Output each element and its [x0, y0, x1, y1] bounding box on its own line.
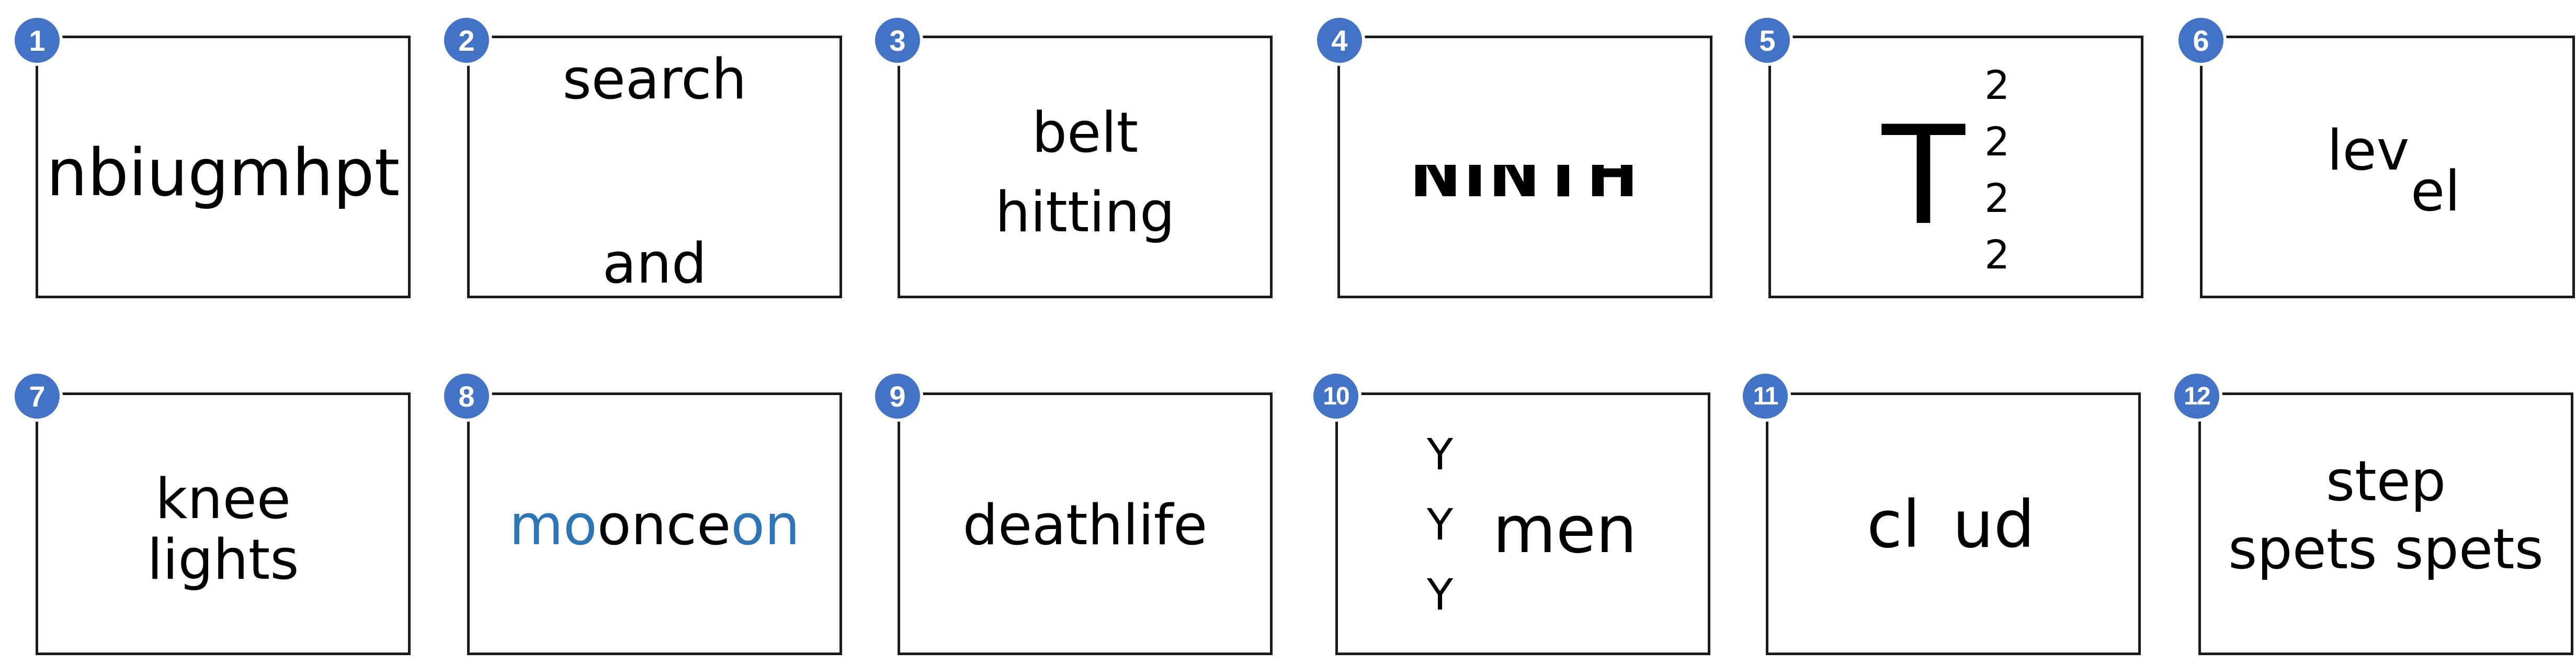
card-11-number-badge: 11 [1740, 370, 1791, 422]
card-7-line2: lights [147, 527, 299, 592]
card-9-number-badge: 9 [872, 370, 923, 422]
card-11-part2: ud [1953, 487, 2035, 563]
card-11-part1: cl [1867, 487, 1921, 563]
card-8-word: moonceon [470, 498, 839, 553]
card-5-digit: 2 [1984, 175, 2010, 221]
card-4: NINTH [1337, 36, 1712, 298]
card-4-text: NINTH [1410, 165, 1640, 204]
card-3: belt hitting [898, 36, 1273, 298]
card-3-line2: hitting [995, 180, 1175, 244]
card-11: cl ud [1766, 392, 2141, 655]
card-8-middle: once [597, 493, 731, 557]
card-7: knee lights [36, 392, 411, 655]
card-12-line1: step [2325, 449, 2446, 513]
card-5: T 2 2 2 2 [1768, 36, 2143, 298]
card-9-text: deathlife [962, 493, 1208, 557]
card-6-number-badge: 6 [2175, 15, 2227, 66]
card-10-letter: Y [1427, 570, 1454, 620]
card-8: moonceon [467, 392, 842, 655]
card-8-number-badge: 8 [441, 370, 492, 422]
card-5-big-letter: T [1882, 97, 1965, 255]
card-5-digit: 2 [1984, 231, 2010, 278]
card-4-text-clip: NINTH [1340, 165, 1710, 204]
card-10-number-badge: 10 [1310, 370, 1361, 422]
card-1-number-badge: 1 [12, 15, 63, 66]
card-7-number-badge: 7 [12, 370, 63, 422]
card-3-number-badge: 3 [872, 15, 923, 66]
card-6-part1: lev [2327, 118, 2410, 183]
card-3-line1: belt [1031, 100, 1139, 165]
card-2-line1: search [562, 47, 747, 111]
card-8-prefix: mo [509, 493, 597, 557]
card-2: search and [467, 36, 842, 298]
card-5-digit: 2 [1984, 118, 2010, 165]
card-9: deathlife [898, 392, 1273, 655]
card-2-line2: and [602, 231, 707, 296]
card-10-letter: Y [1427, 430, 1454, 480]
card-5-number-badge: 5 [1742, 15, 1793, 66]
card-4-number-badge: 4 [1314, 15, 1365, 66]
card-5-digit: 2 [1984, 62, 2010, 108]
card-8-suffix: on [731, 493, 800, 557]
card-7-line1: knee [155, 467, 291, 531]
card-12-number-badge: 12 [2171, 370, 2222, 422]
card-12-line2: spets spets [2228, 517, 2544, 581]
card-1-text: nbiugmhpt [46, 136, 400, 211]
card-6-part2: el [2411, 159, 2460, 223]
card-1: nbiugmhpt [36, 36, 411, 298]
card-10: Y Y Y men [1335, 392, 1710, 655]
card-12: step spets spets [2198, 392, 2573, 655]
card-10-word: men [1493, 492, 1637, 568]
card-10-letter: Y [1427, 500, 1454, 550]
card-2-number-badge: 2 [441, 15, 492, 66]
card-6: lev el [2200, 36, 2575, 298]
